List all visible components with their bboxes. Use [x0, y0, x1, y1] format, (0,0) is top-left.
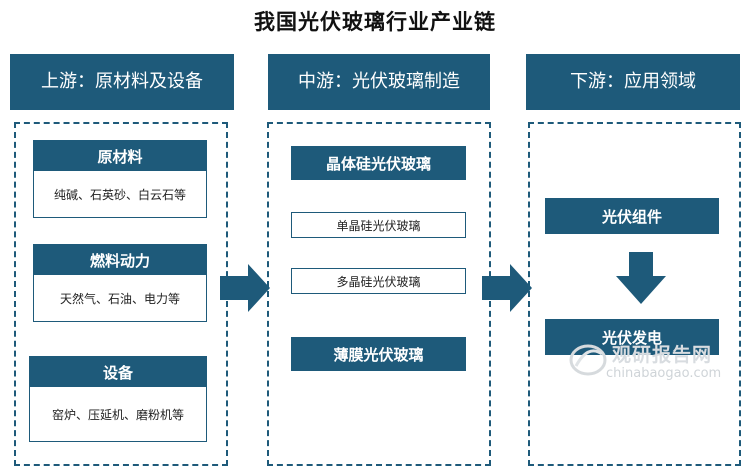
downstream-panel: [528, 122, 741, 466]
thin-film-glass: 薄膜光伏玻璃: [291, 337, 466, 371]
fuel-power-items: 天然气、石油、电力等: [59, 291, 180, 306]
watermark-text: 观研报告网: [612, 344, 713, 366]
equipment-items: 窑炉、压延机、磨粉机等: [51, 407, 184, 422]
raw-materials-box: 原材料 纯碱、石英砂、白云石等: [33, 140, 207, 218]
equipment-title: 设备: [30, 357, 206, 387]
fuel-power-title: 燃料动力: [34, 245, 206, 275]
poly-silicon-glass: 多晶硅光伏玻璃: [291, 268, 466, 294]
fuel-power-box: 燃料动力 天然气、石油、电力等: [33, 244, 207, 322]
watermark-url: chinabaogao.com: [606, 366, 722, 381]
down-arrow-icon: [616, 252, 666, 304]
raw-materials-title: 原材料: [34, 141, 206, 171]
pv-power-generation: 光伏发电: [545, 319, 719, 355]
watermark-logo-icon: [569, 344, 607, 376]
pv-module: 光伏组件: [545, 198, 719, 234]
diagram-title: 我国光伏玻璃行业产业链: [254, 9, 496, 34]
mono-silicon-glass: 单晶硅光伏玻璃: [291, 212, 466, 238]
crystalline-silicon-glass: 晶体硅光伏玻璃: [291, 146, 466, 180]
right-arrow-icon: [220, 264, 270, 312]
equipment-box: 设备 窑炉、压延机、磨粉机等: [29, 356, 207, 442]
midstream-header: 中游：光伏玻璃制造: [268, 54, 490, 110]
right-arrow-icon: [482, 264, 532, 312]
downstream-header: 下游：应用领域: [526, 54, 740, 110]
raw-materials-items: 纯碱、石英砂、白云石等: [53, 187, 186, 202]
upstream-header: 上游：原材料及设备: [10, 54, 234, 110]
